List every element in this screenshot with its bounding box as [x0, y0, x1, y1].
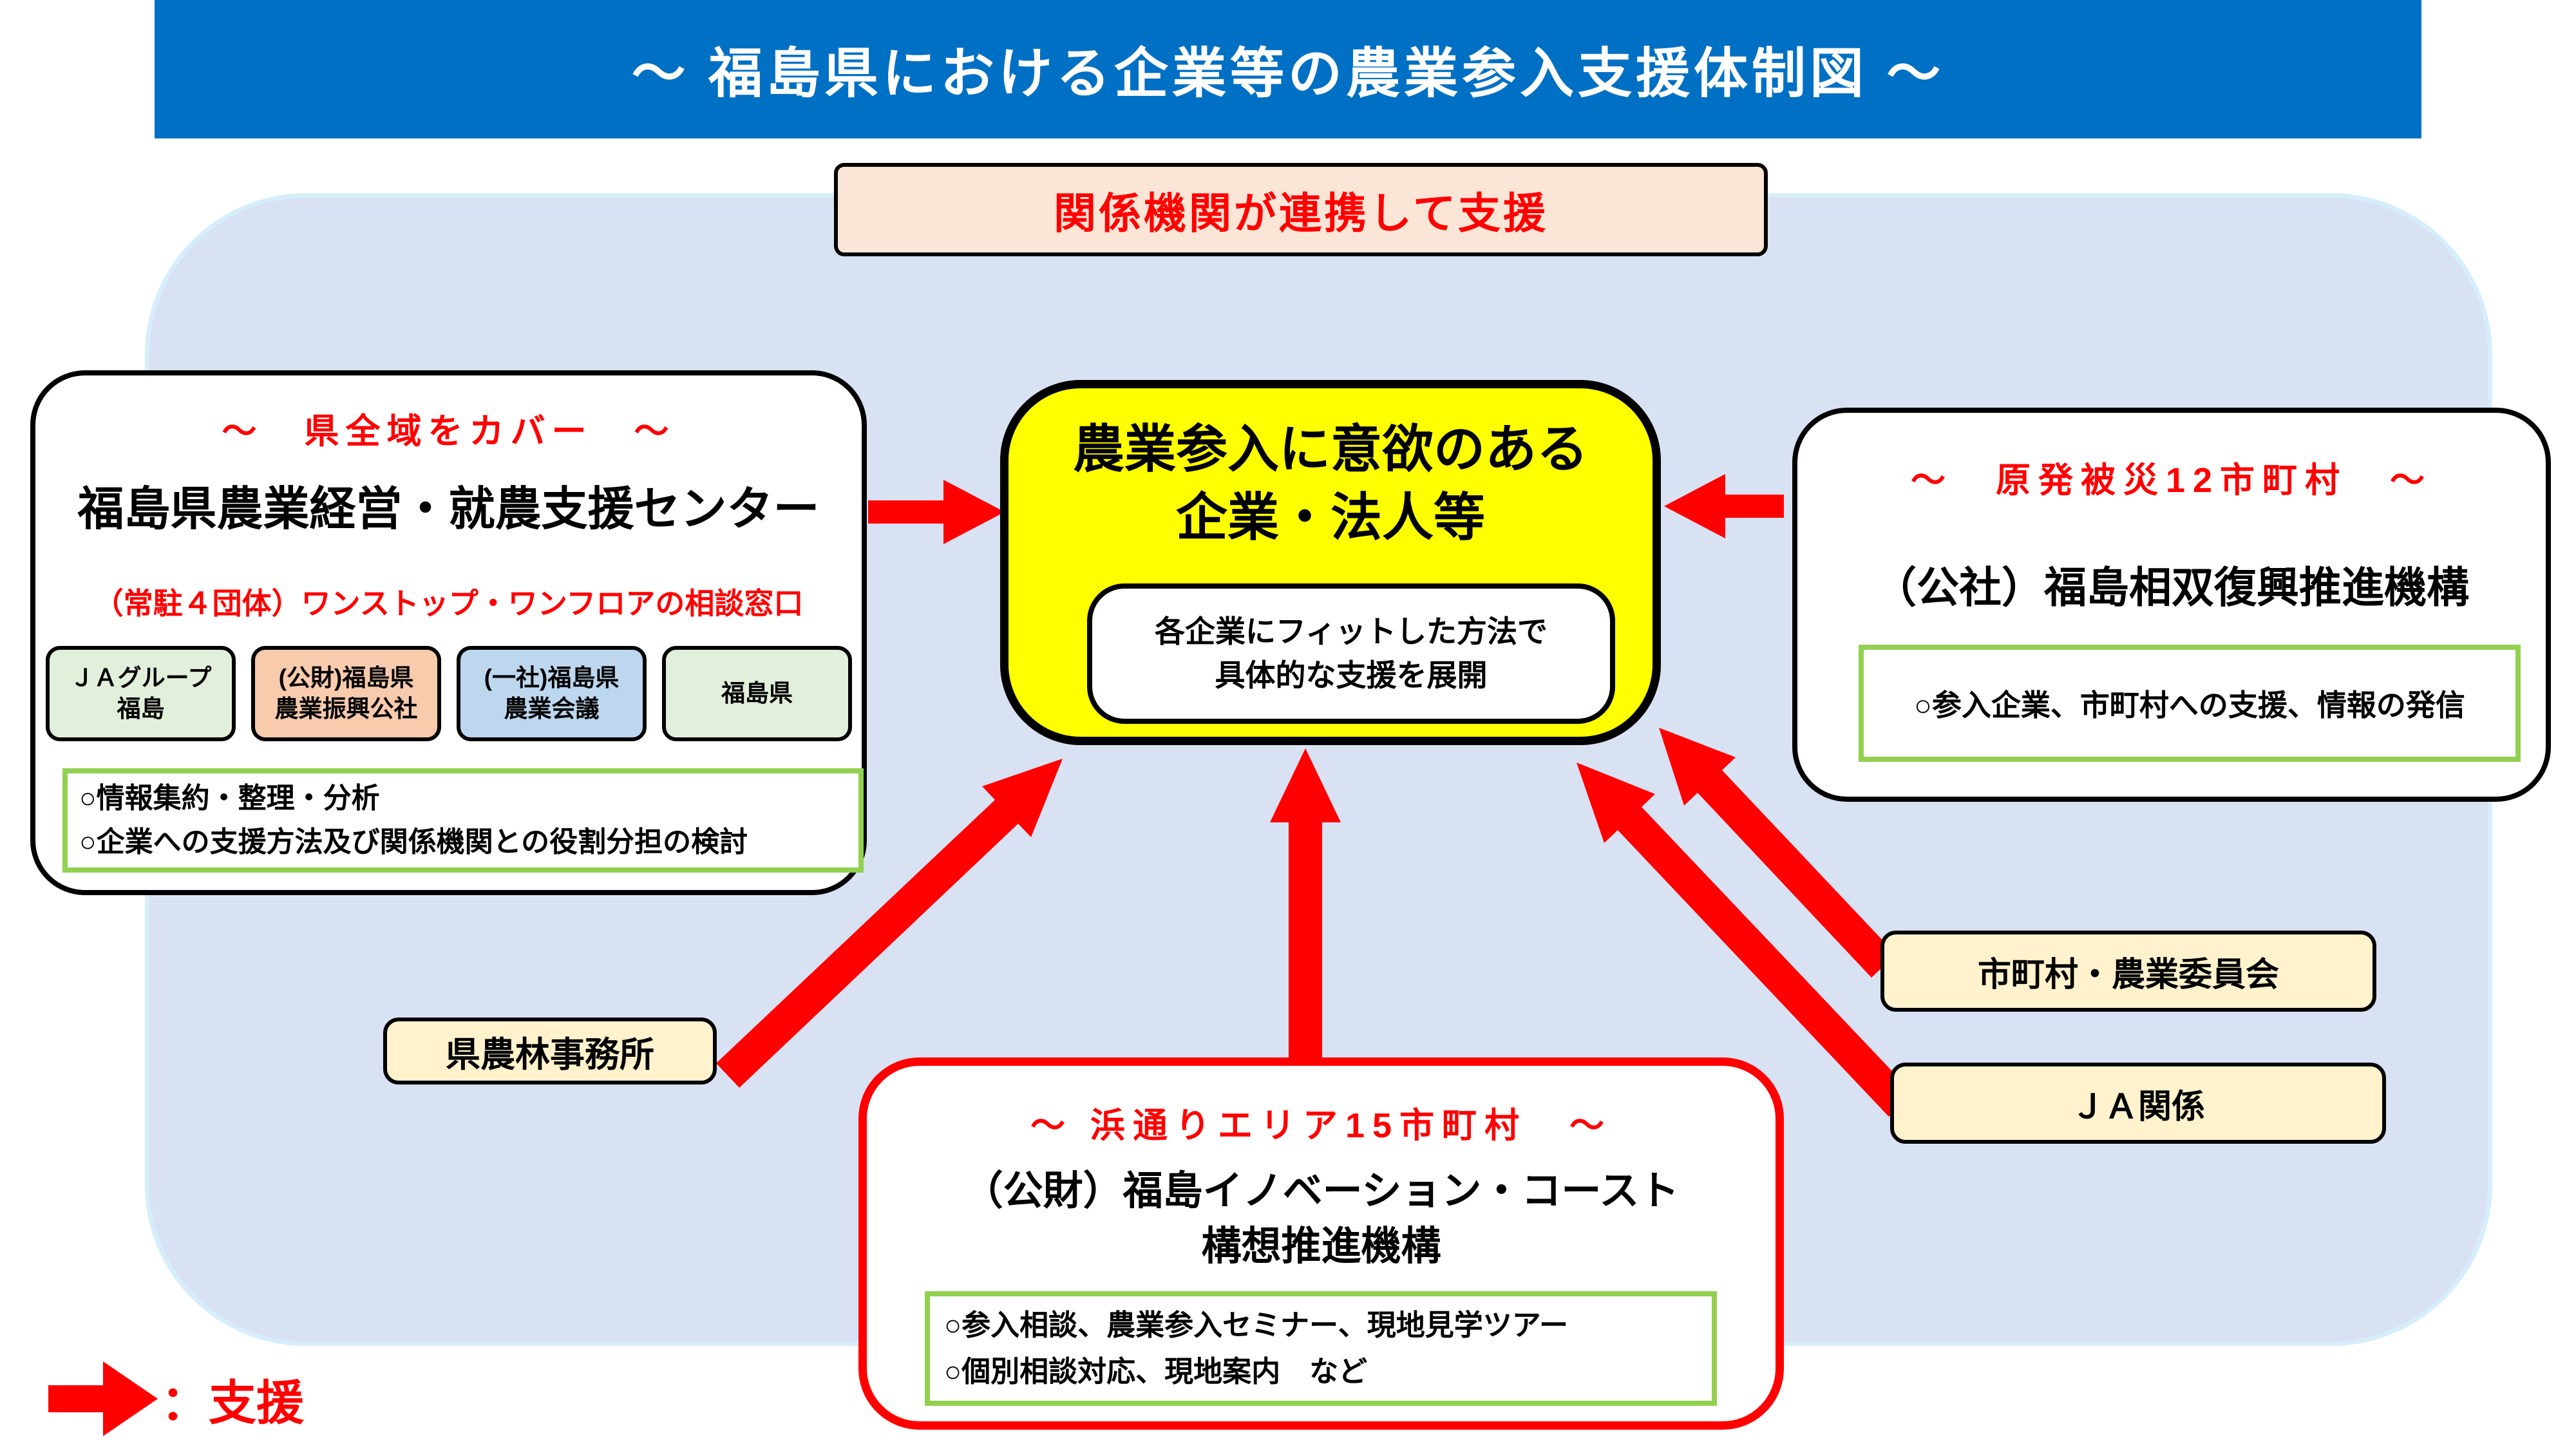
- linkage-label: 関係機関が連携して支援: [1053, 189, 1549, 237]
- member-label: (一社)福島県: [484, 664, 620, 691]
- center-target-box: 農業参入に意欲のある 企業・法人等 各企業にフィットした方法で 具体的な支援を展…: [1000, 380, 1661, 745]
- legend-label: ：支援: [161, 1360, 304, 1437]
- center-title-line2: 企業・法人等: [1176, 488, 1485, 546]
- task-item: ○企業への支援方法及び関係機関との役割分担の検討: [79, 826, 748, 858]
- linkage-banner: 関係機関が連携して支援: [834, 163, 1768, 256]
- right-task-panel: ○参入企業、市町村への支援、情報の発信: [1859, 645, 2521, 762]
- arrow-left-to-center-icon: [868, 480, 1005, 544]
- left-org-box: ～ 県全域をカバー ～ 福島県農業経営・就農支援センター （常駐４団体）ワンスト…: [30, 370, 867, 895]
- task-item: ○参入企業、市町村への支援、情報の発信: [1914, 688, 2465, 722]
- center-title: 農業参入に意欲のある 企業・法人等: [1009, 415, 1653, 551]
- legend-text: ：支援: [161, 1376, 304, 1430]
- left-org-name: 福島県農業経営・就農支援センター: [77, 484, 820, 535]
- node-label: 県農林事務所: [446, 1035, 654, 1074]
- member-fukushima-pref: 福島県: [662, 646, 852, 741]
- arrow-right-to-center-icon: [1664, 474, 1784, 538]
- arrow-prefoffice-to-center-icon: [716, 759, 1063, 1088]
- page-title: ～ 福島県における企業等の農業参入支援体制図 ～: [631, 43, 1945, 104]
- member-label: 福島: [117, 696, 165, 722]
- center-note-line2: 具体的な支援を展開: [1215, 658, 1488, 692]
- arrow-muni-to-center-icon: [1659, 728, 1896, 978]
- task-item: ○情報集約・整理・分析: [79, 782, 380, 814]
- node-label: ＪＡ関係: [2070, 1088, 2205, 1126]
- member-agri-council: (一社)福島県 農業会議: [457, 646, 647, 741]
- legend-arrow-icon: [48, 1361, 158, 1436]
- node-prefectural-office: 県農林事務所: [383, 1018, 717, 1084]
- left-org-subtitle: （常駐４団体）ワンストップ・ワンフロアの相談窓口: [93, 587, 804, 620]
- center-note-line1: 各企業にフィットした方法で: [1154, 614, 1548, 649]
- arrow-bottom-to-center-icon: [1270, 748, 1341, 1061]
- title-banner: ～ 福島県における企業等の農業参入支援体制図 ～: [155, 0, 2421, 138]
- bottom-org-name: （公財）福島イノベーション・コースト 構想推進機構: [867, 1164, 1776, 1274]
- bottom-org-name-line1: （公財）福島イノベーション・コースト: [963, 1169, 1680, 1213]
- right-org-box: ～ 原発被災12市町村 ～ （公社）福島相双復興推進機構 ○参入企業、市町村への…: [1792, 408, 2551, 802]
- bottom-task-panel: ○参入相談、農業参入セミナー、現地見学ツアー ○個別相談対応、現地案内 など: [925, 1291, 1717, 1406]
- center-title-line1: 農業参入に意欲のある: [1073, 421, 1588, 478]
- bottom-scope-title: ～ 浜通りエリア15市町村 ～: [1030, 1106, 1613, 1145]
- center-note-box: 各企業にフィットした方法で 具体的な支援を展開: [1087, 583, 1615, 724]
- right-org-name: （公社）福島相双復興推進機構: [1874, 564, 2469, 611]
- left-task-panel: ○情報集約・整理・分析 ○企業への支援方法及び関係機関との役割分担の検討: [62, 768, 864, 873]
- member-agri-promotion: (公財)福島県 農業振興公社: [251, 646, 441, 741]
- bottom-org-name-line2: 構想推進機構: [1201, 1224, 1441, 1269]
- task-item: ○参入相談、農業参入セミナー、現地見学ツアー: [944, 1309, 1569, 1341]
- member-label: 農業振興公社: [274, 696, 418, 722]
- member-label: ＪＡグループ: [70, 664, 212, 691]
- member-label: 農業会議: [504, 696, 600, 722]
- bottom-org-box: ～ 浜通りエリア15市町村 ～ （公財）福島イノベーション・コースト 構想推進機…: [858, 1057, 1784, 1430]
- member-ja-group: ＪＡグループ 福島: [46, 646, 236, 741]
- left-scope-title: ～ 県全域をカバー ～: [222, 412, 676, 451]
- arrow-ja-to-center-icon: [1577, 762, 1913, 1117]
- member-org-row: ＪＡグループ 福島 (公財)福島県 農業振興公社 (一社)福島県 農業会議 福島…: [46, 646, 852, 741]
- node-municipalities: 市町村・農業委員会: [1880, 931, 2376, 1012]
- task-item: ○個別相談対応、現地案内 など: [944, 1355, 1368, 1388]
- member-label: 福島県: [721, 679, 793, 706]
- member-label: (公財)福島県: [278, 664, 414, 691]
- node-ja-related: ＪＡ関係: [1890, 1063, 2386, 1144]
- node-label: 市町村・農業委員会: [1977, 956, 2279, 994]
- right-scope-title: ～ 原発被災12市町村 ～: [1910, 461, 2433, 500]
